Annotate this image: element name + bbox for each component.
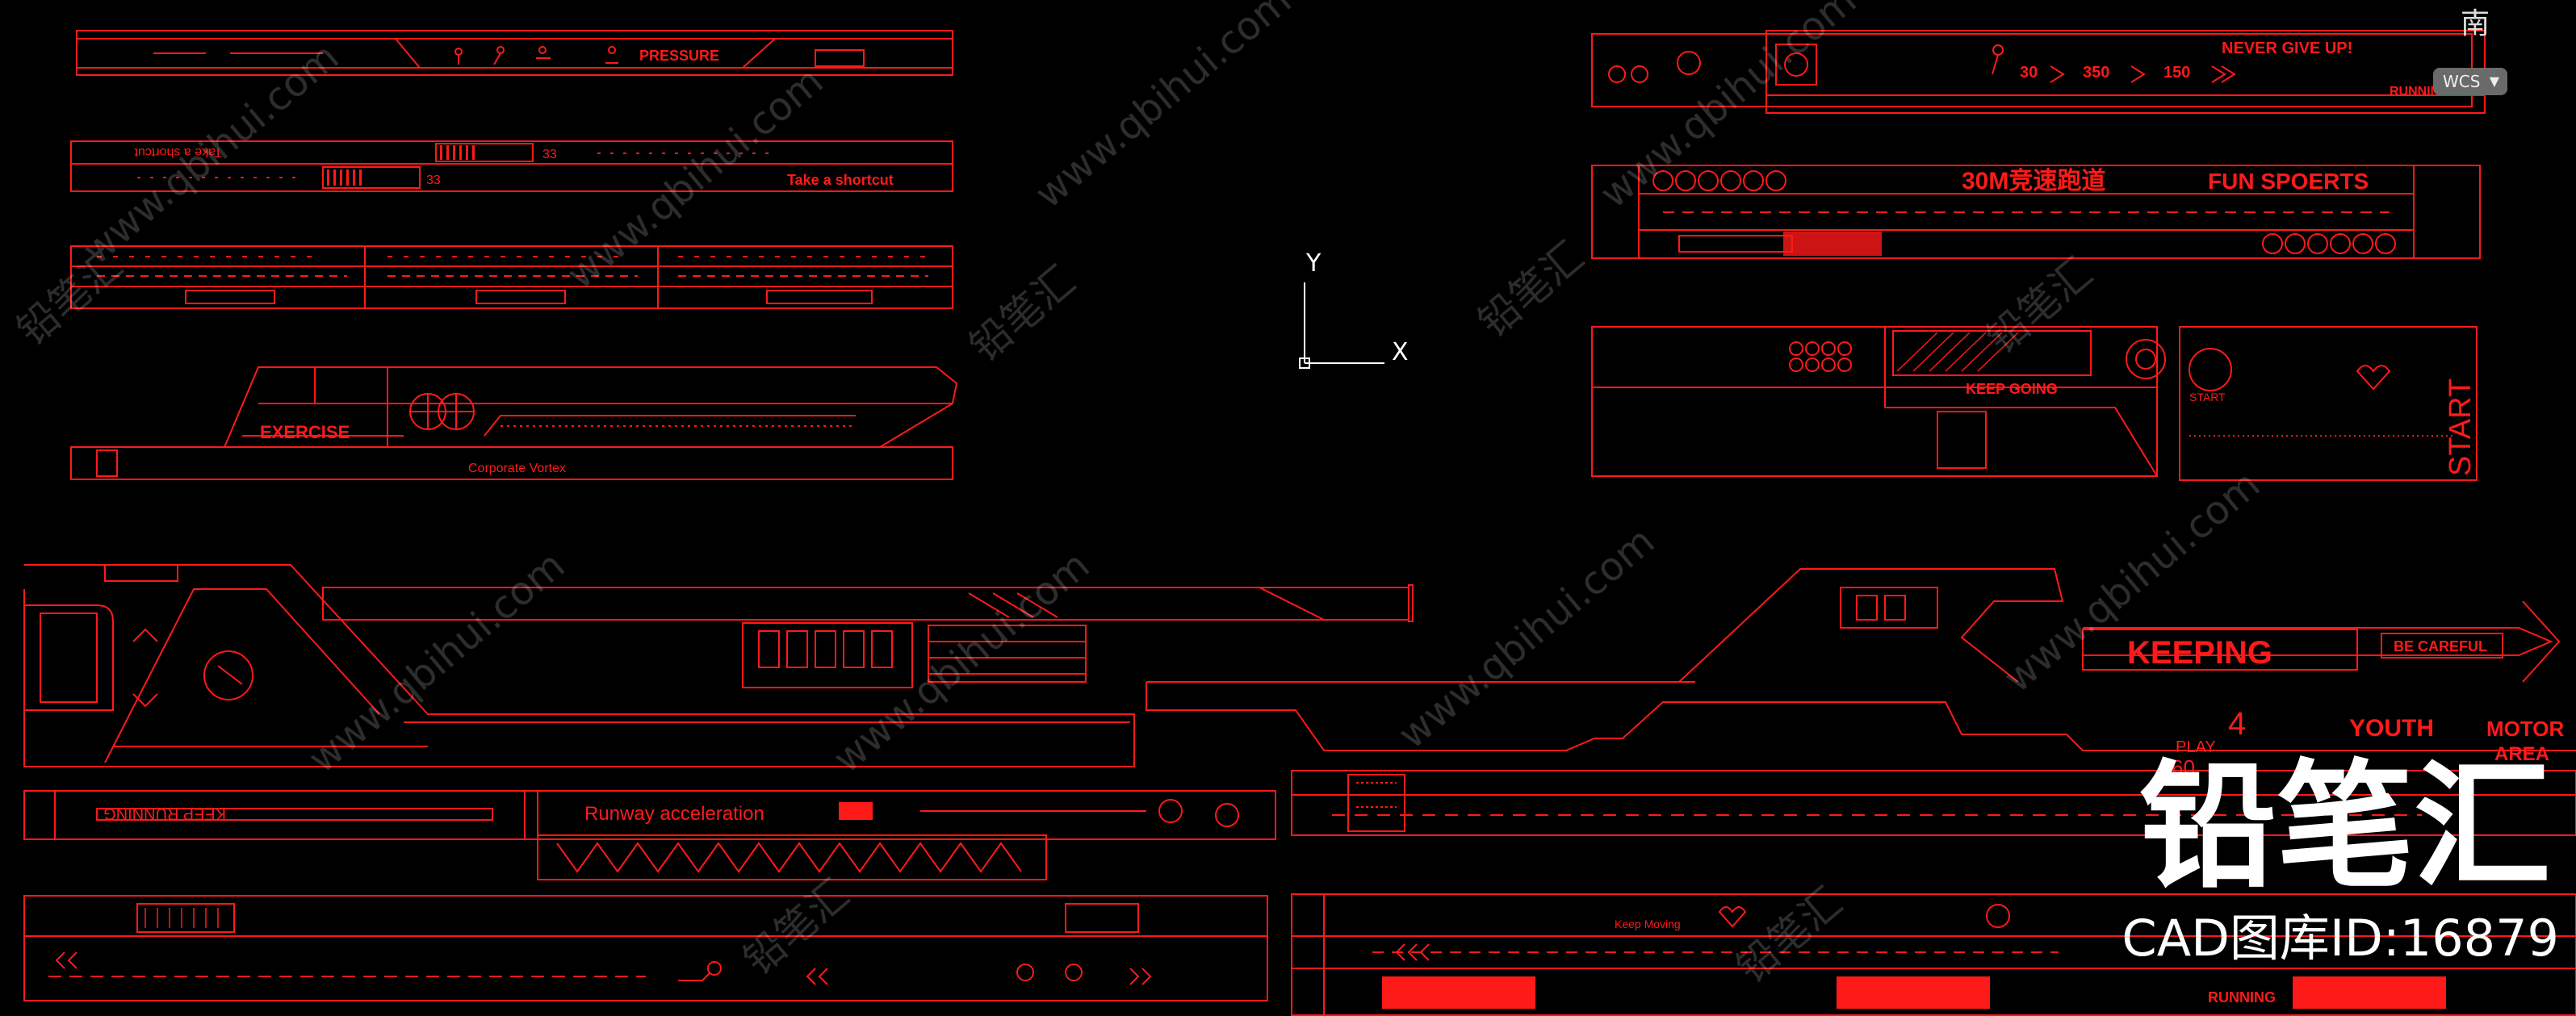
keeping-label: KEEPING — [2127, 635, 2272, 671]
cad-id-watermark: CAD图库ID:16879 — [2122, 909, 2559, 968]
diagonal-watermarks: www.qbihui.com www.qbihui.com www.qbihui… — [8, 0, 2268, 992]
sprint-title-cn: 30M竞速跑道 — [1962, 167, 2105, 194]
running-label-bottom: RUNNING — [2208, 989, 2276, 1006]
watermark-logo-6: 铅笔汇 — [1728, 878, 1850, 992]
runner-figure-icon — [454, 46, 618, 65]
wcs-dropdown-button[interactable]: WCS ▼ — [2433, 68, 2507, 95]
heart-icon-small — [1718, 906, 1747, 928]
drawing-strip-pressure[interactable]: PRESSURE — [76, 30, 953, 76]
watermark-logo-2: 铅笔汇 — [961, 257, 1083, 370]
wcs-label: WCS — [2443, 72, 2481, 91]
drawing-strip-shortcut[interactable]: Take a shortcut Take a shortcut 33 33 — [70, 140, 953, 192]
watermark-url-4: www.qbihui.com — [1592, 0, 1865, 217]
start-side-label: START — [2444, 378, 2478, 476]
watermark-url-6: www.qbihui.com — [825, 542, 1098, 782]
be-careful-label: BE CAREFUL — [2394, 638, 2487, 654]
watermark-logo-4: 铅笔汇 — [1978, 249, 2101, 362]
watermark-logo-5: 铅笔汇 — [735, 870, 857, 984]
number-four: 4 — [2228, 706, 2246, 742]
red-fill-bars — [1382, 976, 2446, 1009]
drawing-strip-triple[interactable] — [70, 245, 953, 309]
drawing-keep-going[interactable]: KEEP GOING START START — [1591, 326, 2478, 481]
viewcube-compass-label[interactable]: 南 — [2460, 7, 2490, 40]
heart-icon — [2356, 365, 2391, 391]
play-label: PLAY — [2176, 738, 2216, 756]
watermark-url-1: www.qbihui.com — [74, 34, 347, 274]
runner-icon — [1992, 44, 2004, 75]
play-number: 60 — [2172, 755, 2195, 780]
ucs-icon: Y X — [1299, 249, 1409, 369]
drawing-30m-sprint[interactable]: 30M竞速跑道 FUN SPOERTS — [1591, 165, 2481, 259]
drawing-track-arrows[interactable] — [23, 564, 1414, 767]
ucs-x-label: X — [1392, 338, 1409, 366]
exercise-label: EXERCISE — [260, 422, 350, 442]
keep-running-mirrored: KEEP RUNNING — [103, 805, 226, 822]
watermark-logo-3: 铅笔汇 — [1469, 232, 1592, 346]
distance-30: 30 — [2020, 64, 2038, 82]
drawing-runway-acceleration[interactable]: KEEP RUNNING Runway acceleration — [23, 790, 1276, 880]
chevron-down-icon: ▼ — [2489, 73, 2499, 89]
runway-acceleration-label: Runway acceleration — [584, 803, 764, 825]
circle-row-right — [2262, 233, 2396, 254]
drawing-keeping-youth[interactable]: KEEPING BE CAREFUL PLAY 60 4 YOUTH MOTOR… — [1146, 568, 2576, 836]
circle-grid — [1789, 341, 1852, 372]
watermark-url-7: www.qbihui.com — [1390, 518, 1663, 758]
keep-going-label: KEEP GOING — [1966, 381, 2058, 397]
never-give-up-label: NEVER GIVE UP! — [2222, 40, 2352, 57]
drawing-exercise[interactable]: EXERCISE Corporate Vortex — [70, 366, 958, 480]
keep-moving-label: Keep Moving — [1615, 918, 1681, 930]
shortcut-label: Take a shortcut — [787, 172, 894, 188]
brand-watermark: 铅笔汇 — [2138, 747, 2551, 907]
ucs-y-label: Y — [1305, 249, 1322, 278]
youth-label: YOUTH — [2349, 715, 2434, 742]
corporate-vortex-label: Corporate Vortex — [468, 462, 566, 475]
pressure-label: PRESSURE — [639, 48, 719, 64]
distance-num-b: 33 — [426, 174, 441, 187]
watermark-url-3: www.qbihui.com — [1027, 0, 1300, 217]
area-label: AREA — [2494, 743, 2549, 765]
drawing-running-strip[interactable]: Keep Moving RUNNING — [1291, 893, 2576, 1016]
distance-num-a: 33 — [542, 148, 557, 161]
circle-row-left — [1652, 170, 1786, 191]
watermark-url-5: www.qbihui.com — [300, 542, 573, 782]
watermark-logo-1: 铅笔汇 — [8, 240, 131, 354]
shortcut-label-mirrored: Take a shortcut — [134, 145, 222, 159]
sprint-title-en: FUN SPOERTS — [2208, 169, 2369, 194]
drawing-bottom-left-strip[interactable] — [23, 895, 1268, 1001]
distance-350: 350 — [2083, 64, 2109, 82]
start-label: START — [2189, 391, 2226, 403]
motor-label: MOTOR — [2486, 717, 2565, 741]
distance-150: 150 — [2163, 64, 2190, 82]
